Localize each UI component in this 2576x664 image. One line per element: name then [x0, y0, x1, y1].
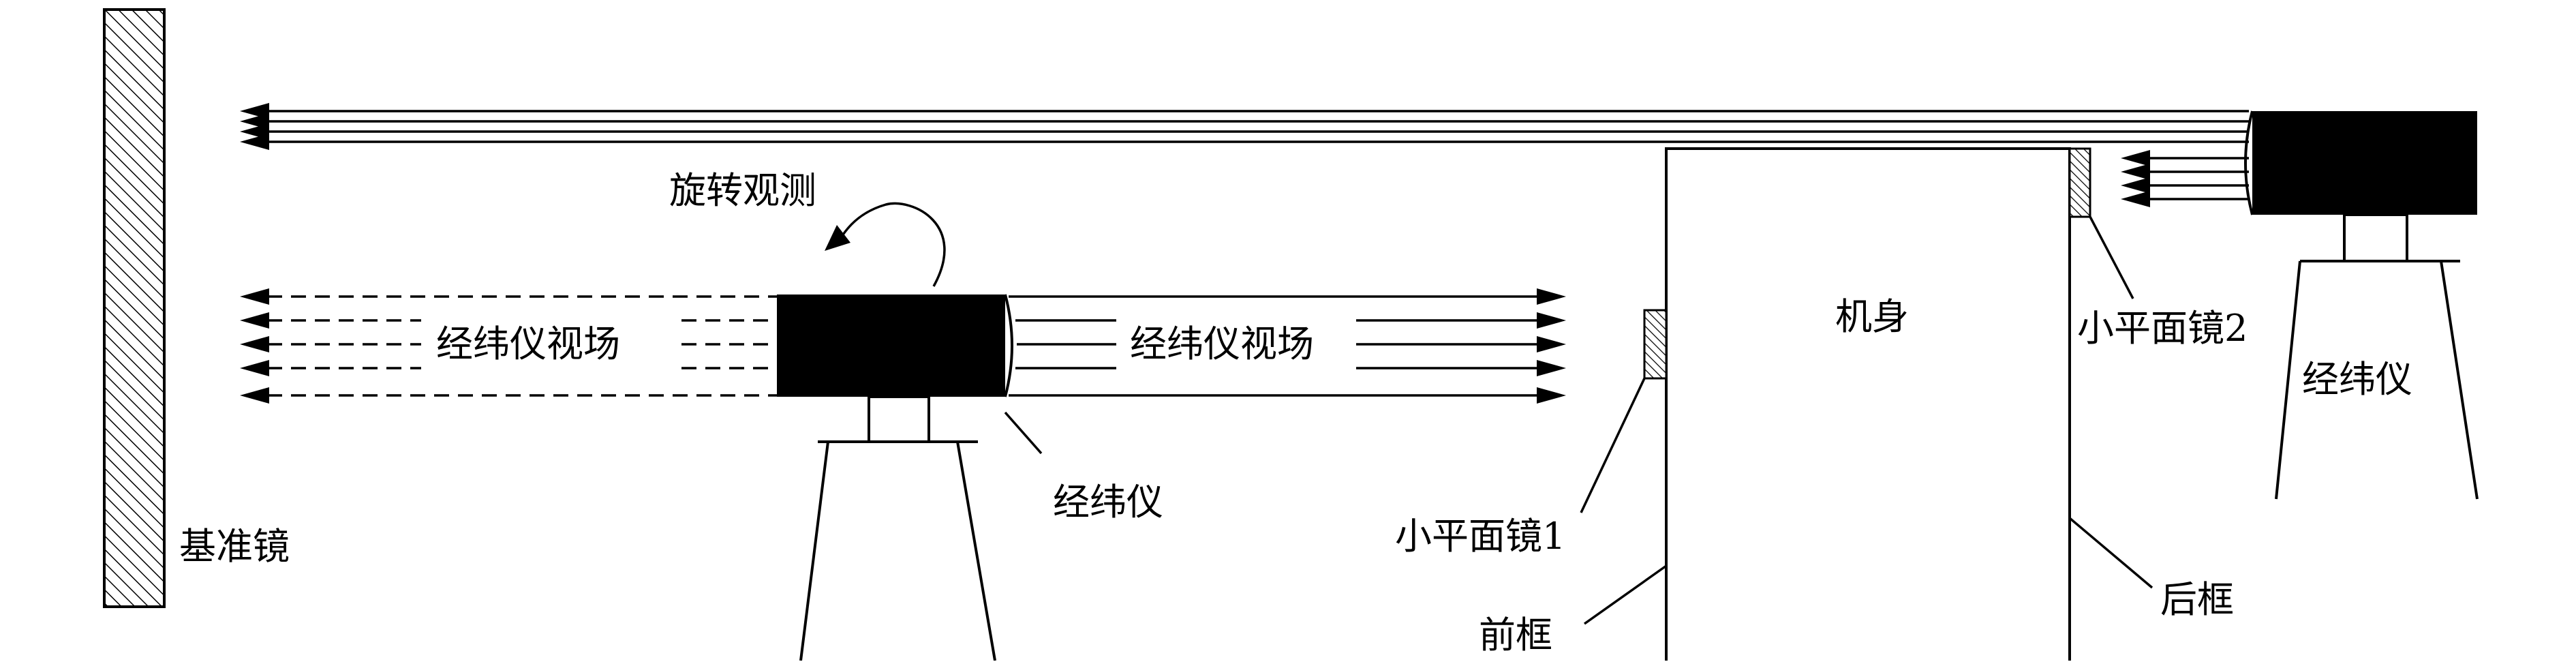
left-fov-arrowheads [240, 288, 269, 404]
reference-mirror-label: 基准镜 [179, 525, 290, 568]
rotation-arrowhead [825, 225, 850, 251]
rear-frame-leader [2068, 517, 2153, 589]
right-fov-label: 经纬仪视场 [1130, 322, 1314, 365]
small-mirror-2-label: 小平面镜2 [2077, 307, 2248, 350]
small-mirror-1-label: 小平面镜1 [1395, 515, 1565, 558]
center-theodolite-label: 经纬仪 [1053, 481, 1163, 524]
left-fov-label: 经纬仪视场 [436, 322, 620, 365]
right-theodolite-label: 经纬仪 [2302, 358, 2412, 401]
top-long-beam-arrowheads [240, 103, 269, 150]
right-theodolite-lens [2244, 110, 2254, 215]
right-theodolite-neck [2343, 213, 2408, 262]
top-long-beam [269, 110, 2249, 143]
center-theodolite-lens [1004, 294, 1013, 397]
mirror2-beam-arrowheads [2121, 150, 2150, 207]
body-outline [1665, 147, 2071, 661]
right-theodolite-leg-right [2440, 260, 2479, 500]
right-fov-arrowheads [1537, 288, 1566, 404]
reference-mirror [103, 8, 166, 608]
front-frame-leader [1583, 564, 1668, 625]
rotation-arc [838, 202, 946, 287]
left-fov-dashed-lines [267, 295, 777, 397]
mirror2-beam [2150, 157, 2249, 200]
right-theodolite-head [2252, 111, 2477, 215]
rear-frame-label: 后框 [2160, 578, 2234, 621]
front-frame-label: 前框 [1479, 614, 1552, 657]
center-theodolite-head [777, 295, 1005, 397]
body-label: 机身 [1835, 295, 1909, 338]
small-mirror-2 [2068, 147, 2091, 218]
small-mirror-2-leader [2089, 216, 2134, 299]
center-theodolite-neck [868, 395, 930, 443]
small-mirror-1 [1643, 309, 1668, 380]
right-theodolite-leg-left [2275, 260, 2301, 500]
center-theodolite-leg-right [956, 441, 996, 661]
right-fov-lines [1009, 295, 1537, 397]
center-theodolite-leader [1004, 411, 1043, 455]
small-mirror-1-leader [1580, 378, 1646, 513]
center-theodolite-leg-left [799, 441, 829, 661]
rotate-observe-label: 旋转观测 [669, 169, 816, 212]
